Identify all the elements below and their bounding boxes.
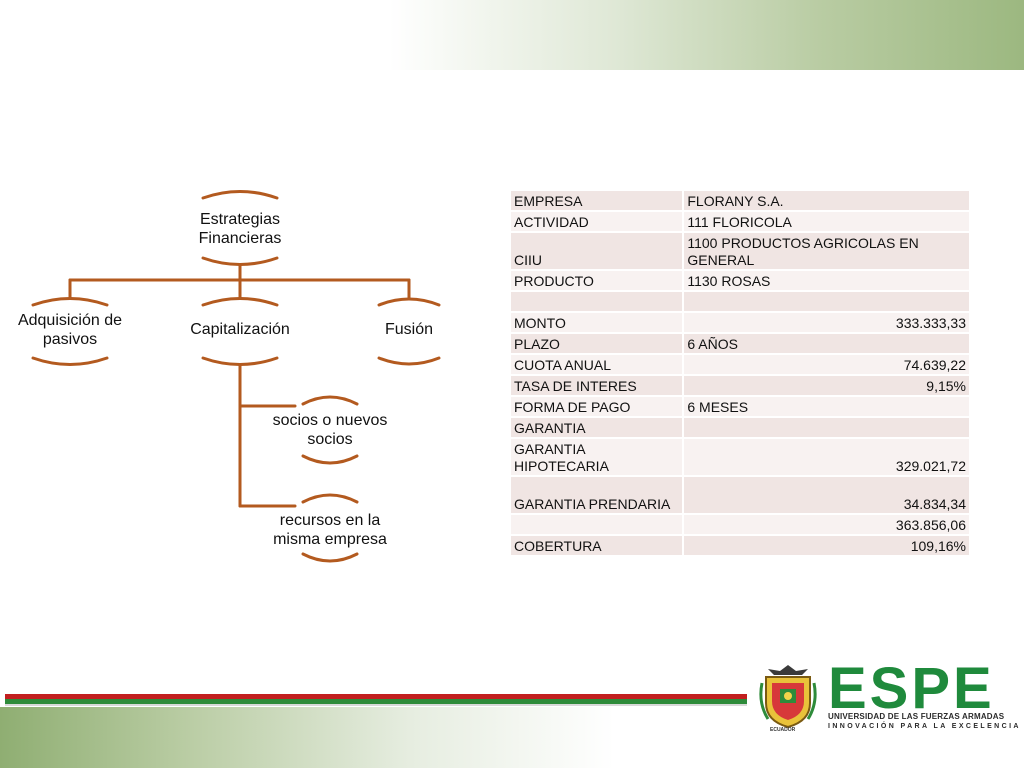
socios-arc-bottom	[301, 454, 359, 465]
table-cell-value: 74.639,22	[682, 353, 971, 376]
table-cell-value: 1100 PRODUCTOS AGRICOLAS EN GENERAL	[682, 231, 971, 271]
strategy-diagram: Estrategias Financieras Adquisición de p…	[0, 180, 480, 580]
table-row: GARANTIA HIPOTECARIA 329.021,72	[508, 437, 971, 477]
table-cell-value	[682, 290, 971, 313]
table-row: TASA DE INTERES 9,15%	[508, 374, 971, 397]
table-cell-label: PRODUCTO	[508, 269, 685, 292]
table-cell-value: 9,15%	[682, 374, 971, 397]
country-label: ECUADOR	[770, 727, 796, 733]
table-cell-label: TASA DE INTERES	[508, 374, 685, 397]
table-cell-label: CIIU	[508, 231, 685, 271]
fusion-arc-top	[377, 297, 441, 307]
pasivos-arc-top	[31, 297, 109, 307]
table-cell-label: MONTO	[508, 311, 685, 334]
recursos-arc-bottom	[301, 552, 359, 563]
table-cell-value: FLORANY S.A.	[682, 189, 971, 212]
table-cell-label: COBERTURA	[508, 534, 685, 557]
socios-arc-top	[301, 395, 359, 406]
capitalizacion-arc-bottom	[201, 356, 279, 366]
gray-rule	[5, 704, 747, 706]
table-cell-label	[508, 513, 685, 536]
table-cell-value: 6 MESES	[682, 395, 971, 418]
espe-logo: ECUADOR ESPE UNIVERSIDAD DE LAS FUERZAS …	[748, 656, 1018, 735]
node-capitalizacion: Capitalización	[190, 321, 290, 338]
table-row: GARANTIA	[508, 416, 971, 439]
table-cell-label: GARANTIA	[508, 416, 685, 439]
table-cell-value: 109,16%	[682, 534, 971, 557]
table-row: CUOTA ANUAL 74.639,22	[508, 353, 971, 376]
node-root: Estrategias Financieras	[198, 211, 282, 247]
table-cell-value: 1130 ROSAS	[682, 269, 971, 292]
node-recursos: recursos en la misma empresa	[273, 512, 387, 548]
credit-data-table: EMPRESA FLORANY S.A. ACTIVIDAD 111 FLORI…	[508, 189, 971, 557]
table-cell-label: EMPRESA	[508, 189, 685, 212]
table-cell-value: 111 FLORICOLA	[682, 210, 971, 233]
table-row: CIIU 1100 PRODUCTOS AGRICOLAS EN GENERAL	[508, 231, 971, 271]
table-row: MONTO 333.333,33	[508, 311, 971, 334]
green-stripe	[5, 699, 747, 704]
table-row: COBERTURA 109,16%	[508, 534, 971, 557]
table-cell-value: 6 AÑOS	[682, 332, 971, 355]
table-row	[508, 290, 971, 313]
table-cell-label: GARANTIA PRENDARIA	[508, 475, 685, 515]
table-row: PRODUCTO 1130 ROSAS	[508, 269, 971, 292]
table-row: GARANTIA PRENDARIA 34.834,34	[508, 475, 971, 515]
diagram-connectors	[31, 190, 441, 563]
table-cell-value: 363.856,06	[682, 513, 971, 536]
espe-wordmark: ESPE	[828, 656, 995, 721]
pasivos-arc-bottom	[31, 356, 109, 366]
table-row: PLAZO 6 AÑOS	[508, 332, 971, 355]
top-gradient-band	[0, 0, 1024, 70]
table-cell-label	[508, 290, 685, 313]
table-row: 363.856,06	[508, 513, 971, 536]
red-stripe	[5, 694, 747, 699]
table-cell-value: 333.333,33	[682, 311, 971, 334]
table-cell-label: GARANTIA HIPOTECARIA	[508, 437, 685, 477]
table-cell-value: 34.834,34	[682, 475, 971, 515]
fusion-arc-bottom	[377, 356, 441, 366]
bottom-gradient-band	[0, 707, 1024, 768]
root-arc-top	[201, 190, 279, 200]
capitalizacion-arc-top	[201, 297, 279, 307]
table-cell-label: PLAZO	[508, 332, 685, 355]
table-cell-label: FORMA DE PAGO	[508, 395, 685, 418]
table-cell-label: CUOTA ANUAL	[508, 353, 685, 376]
table-row: FORMA DE PAGO 6 MESES	[508, 395, 971, 418]
node-adquisicion-pasivos: Adquisición de pasivos	[17, 312, 123, 348]
coat-of-arms-icon	[759, 665, 817, 729]
university-name: UNIVERSIDAD DE LAS FUERZAS ARMADAS	[828, 712, 1005, 721]
motto: INNOVACIÓN PARA LA EXCELENCIA	[828, 723, 1021, 730]
table-cell-value	[682, 416, 971, 439]
node-fusion: Fusión	[384, 321, 434, 338]
table-row: ACTIVIDAD 111 FLORICOLA	[508, 210, 971, 233]
table-cell-label: ACTIVIDAD	[508, 210, 685, 233]
table-row: EMPRESA FLORANY S.A.	[508, 189, 971, 212]
recursos-arc-top	[301, 493, 359, 504]
node-socios: socios o nuevos socios	[272, 412, 388, 448]
table-cell-value: 329.021,72	[682, 437, 971, 477]
